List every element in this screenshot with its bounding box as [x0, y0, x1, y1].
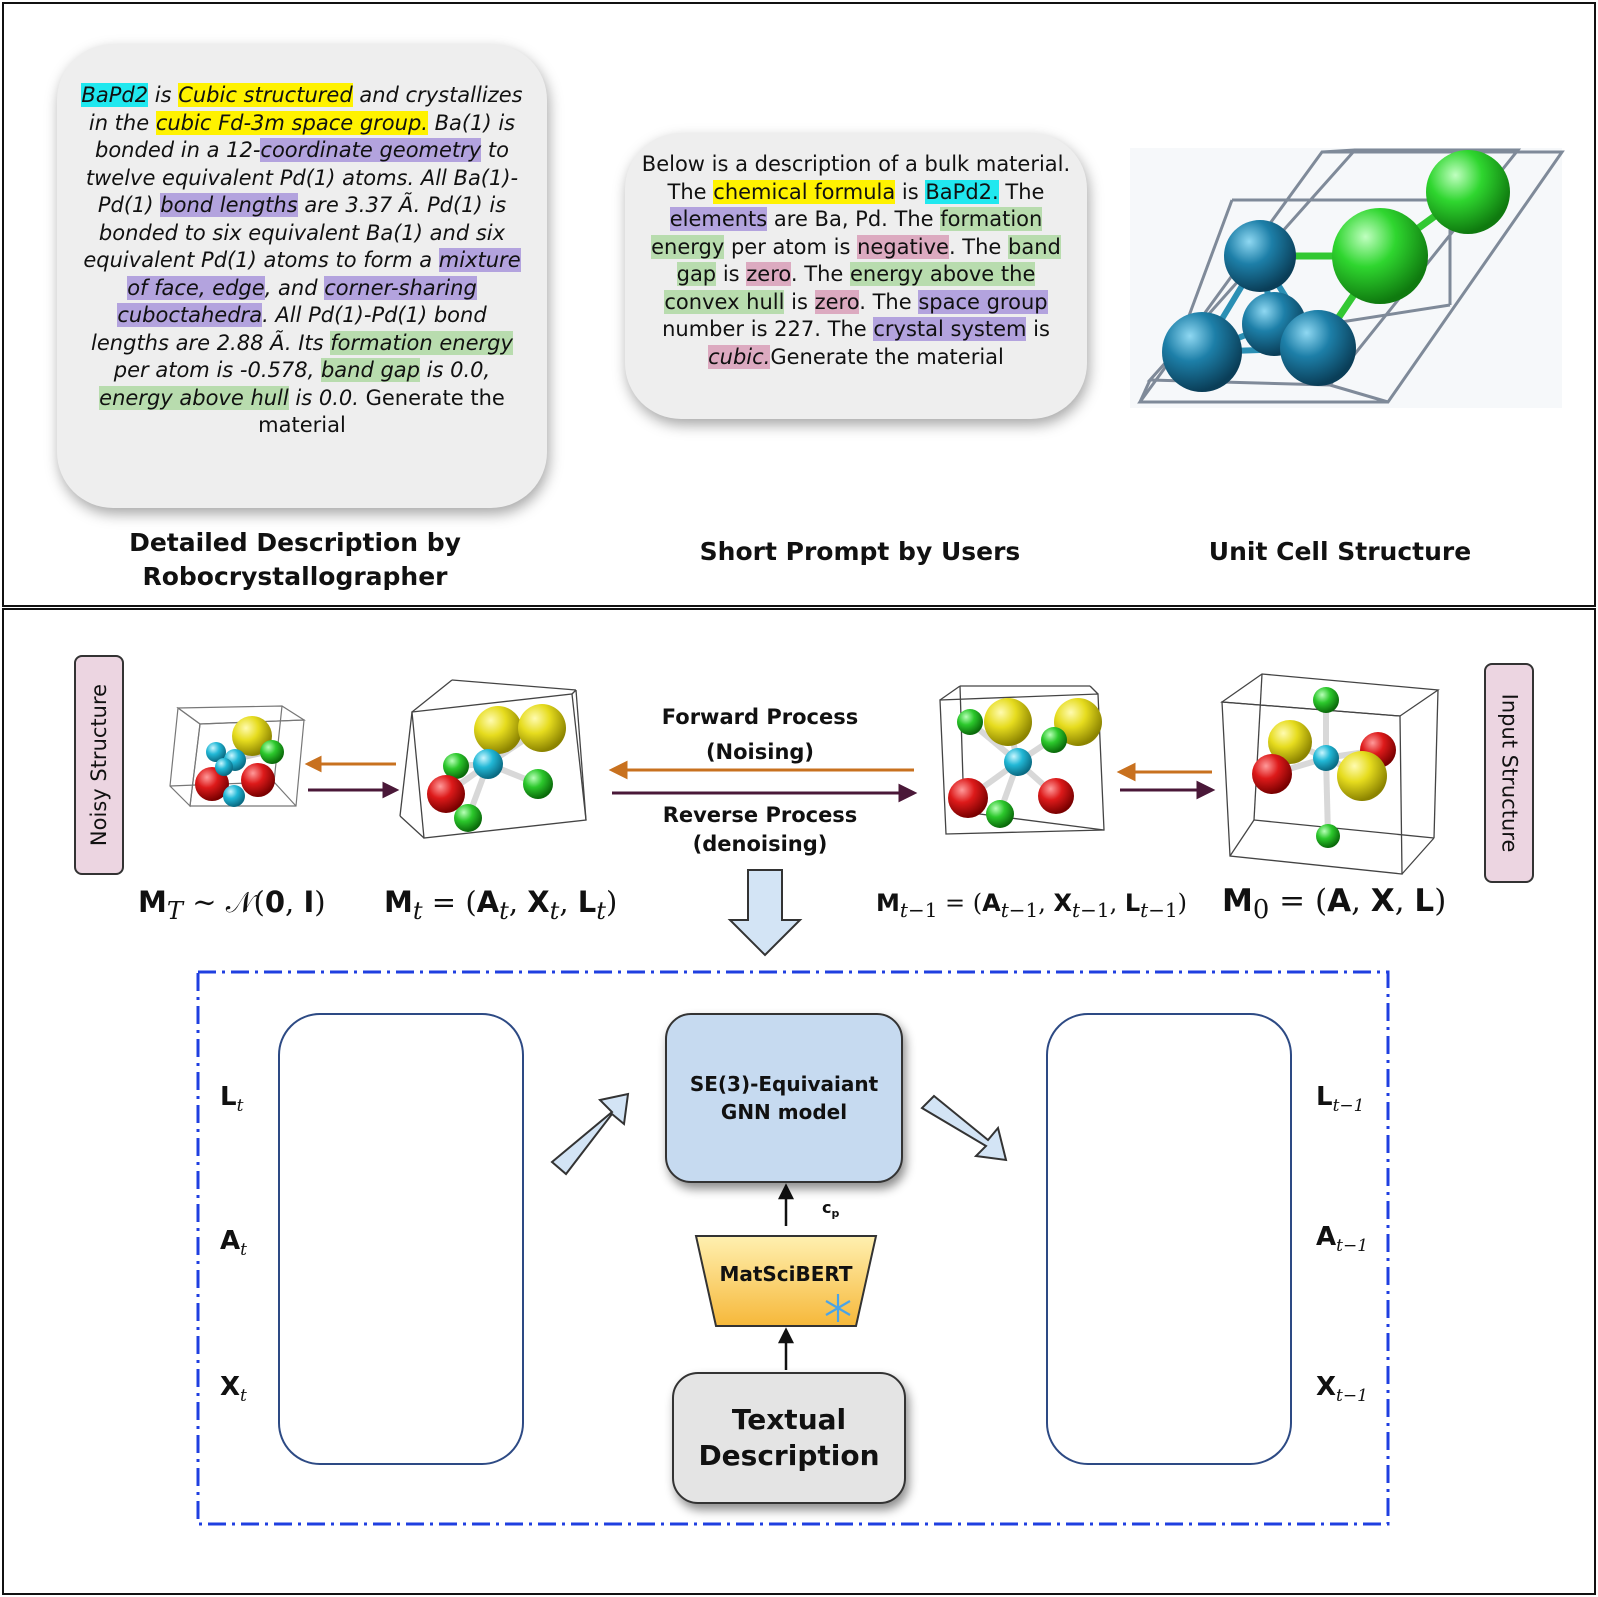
detailed-highlight-cyan: BaPd2 — [81, 83, 149, 107]
short-highlight-pink: cubic. — [708, 344, 771, 369]
math-state-t: Mt = (At, Xt, Lt) — [384, 885, 618, 925]
label-coords-t: Xt — [220, 1372, 247, 1407]
reverse-process-label: Reverse Process — [662, 803, 858, 827]
m0-crystal — [1220, 673, 1440, 875]
noisy-structure-tag: Noisy Structure — [74, 655, 124, 875]
unit-cell-structure — [1130, 148, 1565, 408]
matscibert-label: MatSciBERT — [719, 1262, 853, 1286]
detailed-text: to twelve equivalent Pd(1) atoms. All Ba… — [85, 138, 519, 217]
short-highlight-purple: elements — [669, 207, 768, 231]
detailed-highlight-green: formation energy — [330, 330, 513, 355]
denoising-step-box — [196, 970, 1390, 1526]
reverse-process-sub: (denoising) — [692, 832, 828, 856]
detailed-text: Generate the material — [258, 385, 505, 438]
short-text: per atom is — [724, 234, 858, 259]
detailed-highlight-green: energy above hull — [99, 385, 289, 410]
detailed-text: are 3.37 Ã. Pd(1) is bonded to six equiv… — [83, 193, 507, 272]
label-atoms-t-minus-1: At−1 — [1316, 1222, 1369, 1257]
label-lattice-t-minus-1: Lt−1 — [1316, 1082, 1365, 1117]
short-text: . The — [790, 262, 850, 286]
short-text: is — [784, 289, 815, 314]
forward-arrows — [304, 755, 1212, 782]
textual-line-1: Textual — [731, 1403, 847, 1436]
short-highlight-purple: space group — [918, 289, 1048, 314]
caption-unit-cell: Unit Cell Structure — [1208, 537, 1472, 566]
detailed-highlight-yellow: cubic Fd-3m space group. — [155, 110, 428, 135]
textual-description-box: Textual Description — [672, 1372, 906, 1504]
label-lattice-t: Lt — [220, 1082, 244, 1117]
short-prompt-bubble: Below is a description of a bulk materia… — [625, 133, 1087, 419]
caption-detailed-description: Detailed Description by Robocrystallogra… — [129, 528, 461, 591]
detailed-description-bubble: BaPd2 is Cubic structured and crystalliz… — [57, 44, 547, 508]
noisy-structure-crystal — [169, 705, 306, 808]
short-highlight-cyan: BaPd2. — [925, 179, 999, 204]
noisy-structure-label: Noisy Structure — [87, 683, 111, 847]
forward-process-label: Forward Process — [661, 705, 859, 729]
arrow-to-gnn — [550, 1092, 630, 1176]
label-atoms-t: At — [220, 1226, 247, 1261]
gnn-line-2: GNN model — [720, 1100, 848, 1124]
detailed-highlight-purple: bond lengths — [160, 193, 298, 217]
short-text: . The — [859, 289, 919, 314]
math-input-state: M0 = (A, X, L) — [1222, 883, 1447, 926]
detailed-text: Ba(1) is bonded in a 12- — [95, 110, 516, 163]
detailed-text: . All Pd(1)-Pd(1) bond lengths are 2.88 … — [91, 303, 487, 355]
left-state-column — [278, 1013, 524, 1465]
arrow-from-gnn — [920, 1094, 1008, 1162]
short-text: is — [1026, 317, 1050, 341]
detailed-highlight-green: band gap — [320, 358, 420, 382]
snowflake-icon — [825, 1294, 851, 1322]
short-text: The — [998, 179, 1045, 204]
short-highlight-pink: zero — [746, 262, 791, 286]
condition-cp-label: cp — [822, 1198, 840, 1221]
gnn-model-box: SE(3)-Equivaiant GNN model — [665, 1013, 903, 1183]
short-text: is — [895, 179, 926, 204]
gnn-line-1: SE(3)-Equivaiant — [689, 1072, 879, 1096]
input-structure-tag: Input Structure — [1484, 663, 1534, 883]
short-text: is — [716, 262, 747, 286]
detailed-highlight-purple: coordinate geometry — [260, 138, 482, 162]
short-highlight-pink: zero — [814, 289, 860, 314]
detailed-text: , and — [264, 275, 325, 300]
short-highlight-purple: crystal system — [873, 317, 1027, 341]
detailed-text: and crystallizes in the — [88, 83, 523, 135]
short-highlight-yellow: chemical formula — [713, 179, 896, 204]
short-text: Generate the material — [770, 344, 1004, 369]
down-arrow-to-gnn — [727, 869, 803, 957]
short-text: are Ba, Pd. The — [767, 207, 941, 231]
mt-crystal — [399, 679, 587, 839]
detailed-text: is 0.0, — [419, 358, 491, 382]
forward-process-sub: (Noising) — [705, 740, 815, 764]
detailed-highlight-yellow: Cubic structured — [178, 83, 353, 107]
conditioning-arrows — [777, 1183, 795, 1370]
caption-short-prompt: Short Prompt by Users — [699, 537, 1021, 566]
mtm1-crystal — [939, 685, 1105, 835]
short-text: Below is a description of a bulk materia… — [641, 152, 1071, 204]
detailed-text: is — [148, 83, 179, 107]
right-state-column — [1046, 1013, 1292, 1465]
math-noisy-state: MT ∼ 𝒩(0, I) — [138, 885, 326, 925]
textual-line-2: Description — [698, 1439, 880, 1472]
short-text: number is 227. The — [662, 317, 874, 341]
detailed-text: per atom is -0.578, — [113, 358, 321, 382]
detailed-text: is 0.0. — [288, 385, 359, 410]
short-text: . The — [948, 234, 1009, 259]
short-highlight-pink: negative — [857, 234, 949, 259]
input-structure-label: Input Structure — [1497, 693, 1521, 853]
reverse-arrows — [308, 780, 1216, 803]
label-coords-t-minus-1: Xt−1 — [1316, 1372, 1368, 1407]
math-state-t-minus-1: Mt−1 = (At−1, Xt−1, Lt−1) — [876, 889, 1188, 922]
